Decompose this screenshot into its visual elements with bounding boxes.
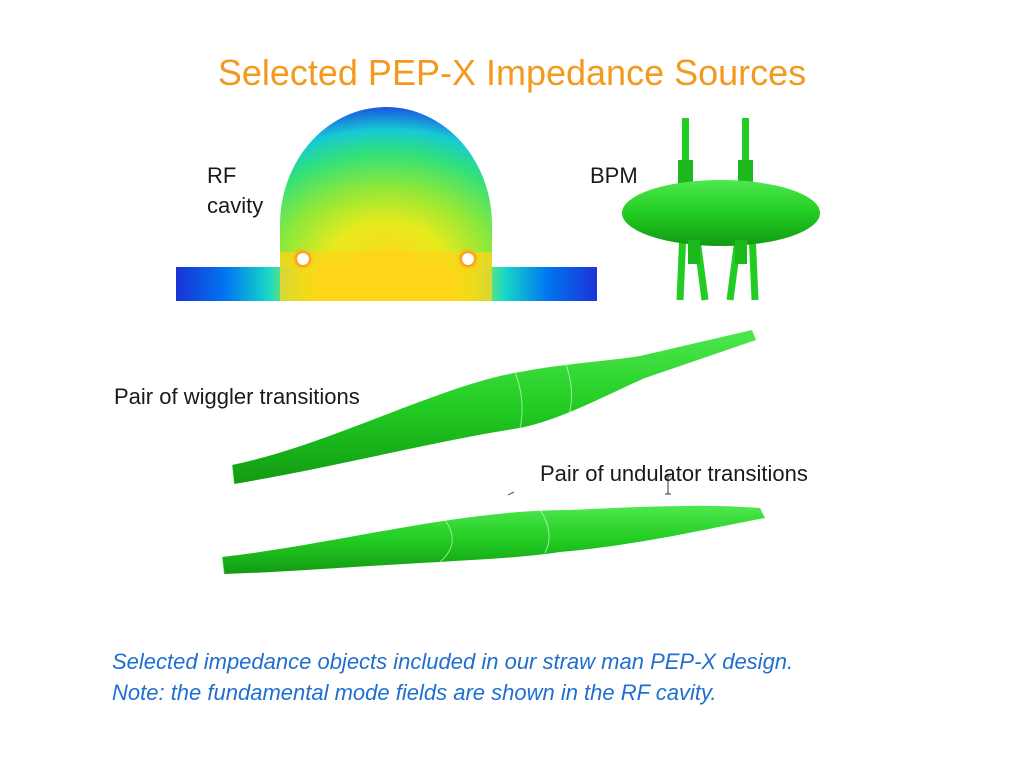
rf-label-line2: cavity: [207, 193, 264, 218]
undulator-label: Pair of undulator transitions: [540, 461, 808, 486]
bpm-model: [622, 118, 820, 301]
rf-cavity-field-plot: [176, 107, 597, 301]
slide-title: Selected PEP-X Impedance Sources: [217, 52, 807, 93]
stray-mark: [507, 491, 515, 496]
undulator-transition-model: [221, 505, 765, 575]
rf-cavity-label: RF cavity: [207, 161, 263, 221]
bpm-label: BPM: [590, 163, 638, 188]
caption-line1: Selected impedance objects included in o…: [112, 649, 794, 674]
caption-line2: Note: the fundamental mode fields are sh…: [112, 680, 717, 705]
slide-caption: Selected impedance objects included in o…: [112, 646, 972, 708]
wiggler-label: Pair of wiggler transitions: [114, 384, 360, 409]
text-cursor-icon: [665, 475, 671, 495]
wiggler-transition-model: [231, 330, 756, 485]
rf-label-line1: RF: [207, 163, 237, 188]
